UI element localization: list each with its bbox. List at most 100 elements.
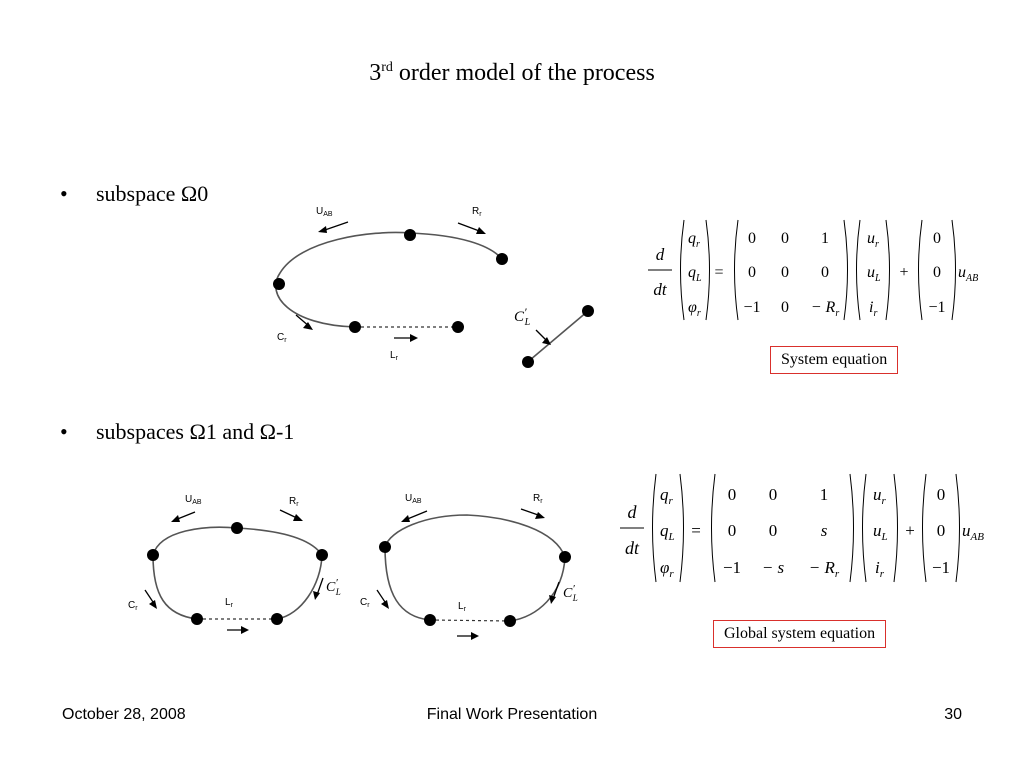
paren-right-icon xyxy=(951,219,956,321)
arrowhead-icon xyxy=(535,512,545,519)
label-cr: Cr xyxy=(277,332,287,344)
label-rr: Rr xyxy=(472,206,482,218)
matrix-a-cell: 0 xyxy=(728,521,737,540)
circuit-curve xyxy=(275,231,503,328)
bullet-text: subspaces Ω1 and Ω-1 xyxy=(96,419,295,444)
input-u-l: uL xyxy=(873,521,888,543)
state-q-r: qr xyxy=(660,485,674,507)
matrix-a-cell: − s xyxy=(762,558,785,577)
bullet-dot-icon: • xyxy=(60,419,68,444)
matrix-a-cell-r: − Rr xyxy=(809,558,840,580)
global-equation-caption: Global system equation xyxy=(713,620,887,648)
circuit-node xyxy=(147,549,159,561)
label-cl: C′L xyxy=(563,583,578,603)
label-cr: Cr xyxy=(128,600,138,612)
bullet-subspaces-1: • subspaces Ω1 and Ω-1 xyxy=(60,419,294,445)
paren-left-icon xyxy=(918,219,923,321)
input-i-r: ir xyxy=(869,299,877,319)
arrowhead-icon xyxy=(303,322,313,330)
circuit-node xyxy=(191,613,203,625)
circuit-curve xyxy=(384,514,566,622)
input-u-r: ur xyxy=(867,230,879,250)
paren-left-icon xyxy=(734,219,739,321)
cl-arrow-icon xyxy=(552,581,560,600)
label-lr: Lr xyxy=(458,601,467,613)
label-uab: UAB xyxy=(405,493,422,505)
arrowhead-icon xyxy=(476,227,486,234)
arrowhead-icon xyxy=(149,600,157,609)
slide-title: 3rd order model of the process xyxy=(0,60,1024,87)
footer-title: Final Work Presentation xyxy=(426,706,598,723)
arrowhead-icon xyxy=(410,334,418,342)
lhs-numerator: d xyxy=(628,502,638,522)
global-equation-matrix: d dt qr qL φr = 0 0 1 0 0 s −1 − s − Rr … xyxy=(620,473,984,583)
circuit-node xyxy=(496,253,508,265)
paren-left-icon xyxy=(711,473,716,583)
label-lr: Lr xyxy=(390,350,399,362)
input-u-ab: uAB xyxy=(962,521,984,543)
matrix-a-cell: 1 xyxy=(820,485,829,504)
title-rest: order model of the process xyxy=(392,60,655,86)
title-superscript: rd xyxy=(381,60,393,75)
circuit-node xyxy=(559,551,571,563)
equals-sign: = xyxy=(691,521,701,540)
label-cl: C′L xyxy=(326,577,341,597)
state-q-l: qL xyxy=(688,264,702,284)
arrowhead-icon xyxy=(401,515,410,522)
label-lr: Lr xyxy=(225,597,234,609)
arrowhead-icon xyxy=(549,595,556,604)
matrix-a-cell: 0 xyxy=(821,264,829,281)
matrix-b-cell: 0 xyxy=(933,230,941,247)
matrix-a-cell: −1 xyxy=(743,299,760,316)
circuit-node xyxy=(424,614,436,626)
circuit-node xyxy=(349,321,361,333)
state-q-r: qr xyxy=(688,230,700,250)
input-u-ab: uAB xyxy=(958,264,978,284)
circuit-diagram-omega-minus1: UAB Rr Cr Lr C′L xyxy=(360,493,578,640)
label-cr: Cr xyxy=(360,597,370,609)
matrix-a-cell-r: − Rr xyxy=(811,299,840,319)
arrowhead-icon xyxy=(241,626,249,634)
circuit-node xyxy=(273,278,285,290)
matrix-a-cell: 0 xyxy=(781,264,789,281)
input-u-l: uL xyxy=(867,264,881,284)
state-phi-r: φr xyxy=(688,299,701,319)
label-uab: UAB xyxy=(316,206,333,218)
arrowhead-icon xyxy=(318,226,327,233)
paren-left-icon xyxy=(922,473,927,583)
paren-right-icon xyxy=(679,473,684,583)
matrix-b-cell: 0 xyxy=(937,521,946,540)
system-equation-caption: System equation xyxy=(770,346,899,374)
plus-sign: + xyxy=(905,521,915,540)
circuit-node xyxy=(582,305,594,317)
footer-date: October 28, 2008 xyxy=(62,706,186,723)
circuit-curve xyxy=(152,526,323,620)
cl-arrow-icon xyxy=(316,577,324,596)
arrowhead-icon xyxy=(471,632,479,640)
paren-right-icon xyxy=(893,473,898,583)
arrowhead-icon xyxy=(542,337,551,345)
bullet-dot-icon: • xyxy=(60,181,68,206)
bullet-subspace-0: •subspace Ω0 xyxy=(60,181,208,207)
circuit-node xyxy=(404,229,416,241)
matrix-a-cell: 0 xyxy=(781,299,789,316)
paren-left-icon xyxy=(862,473,867,583)
matrix-b-cell: −1 xyxy=(932,558,950,577)
lr-dashed-link xyxy=(429,619,511,622)
matrix-a-cell: 1 xyxy=(821,230,829,247)
matrix-a-cell: 0 xyxy=(769,521,778,540)
circuit-node xyxy=(271,613,283,625)
title-prefix: 3 xyxy=(369,60,382,86)
paren-left-icon xyxy=(680,219,685,321)
state-q-l: qL xyxy=(660,521,675,543)
matrix-a-cell: s xyxy=(821,521,828,540)
circuit-node xyxy=(522,356,534,368)
caption-text: System equation xyxy=(781,351,888,368)
matrix-a-cell: 0 xyxy=(781,230,789,247)
matrix-a-cell: 0 xyxy=(748,264,756,281)
paren-right-icon xyxy=(705,219,710,321)
circuit-node xyxy=(504,615,516,627)
arrowhead-icon xyxy=(171,515,180,522)
circuit-diagram-omega1: UAB Rr Cr Lr C′L xyxy=(128,494,341,634)
circuit-node xyxy=(452,321,464,333)
